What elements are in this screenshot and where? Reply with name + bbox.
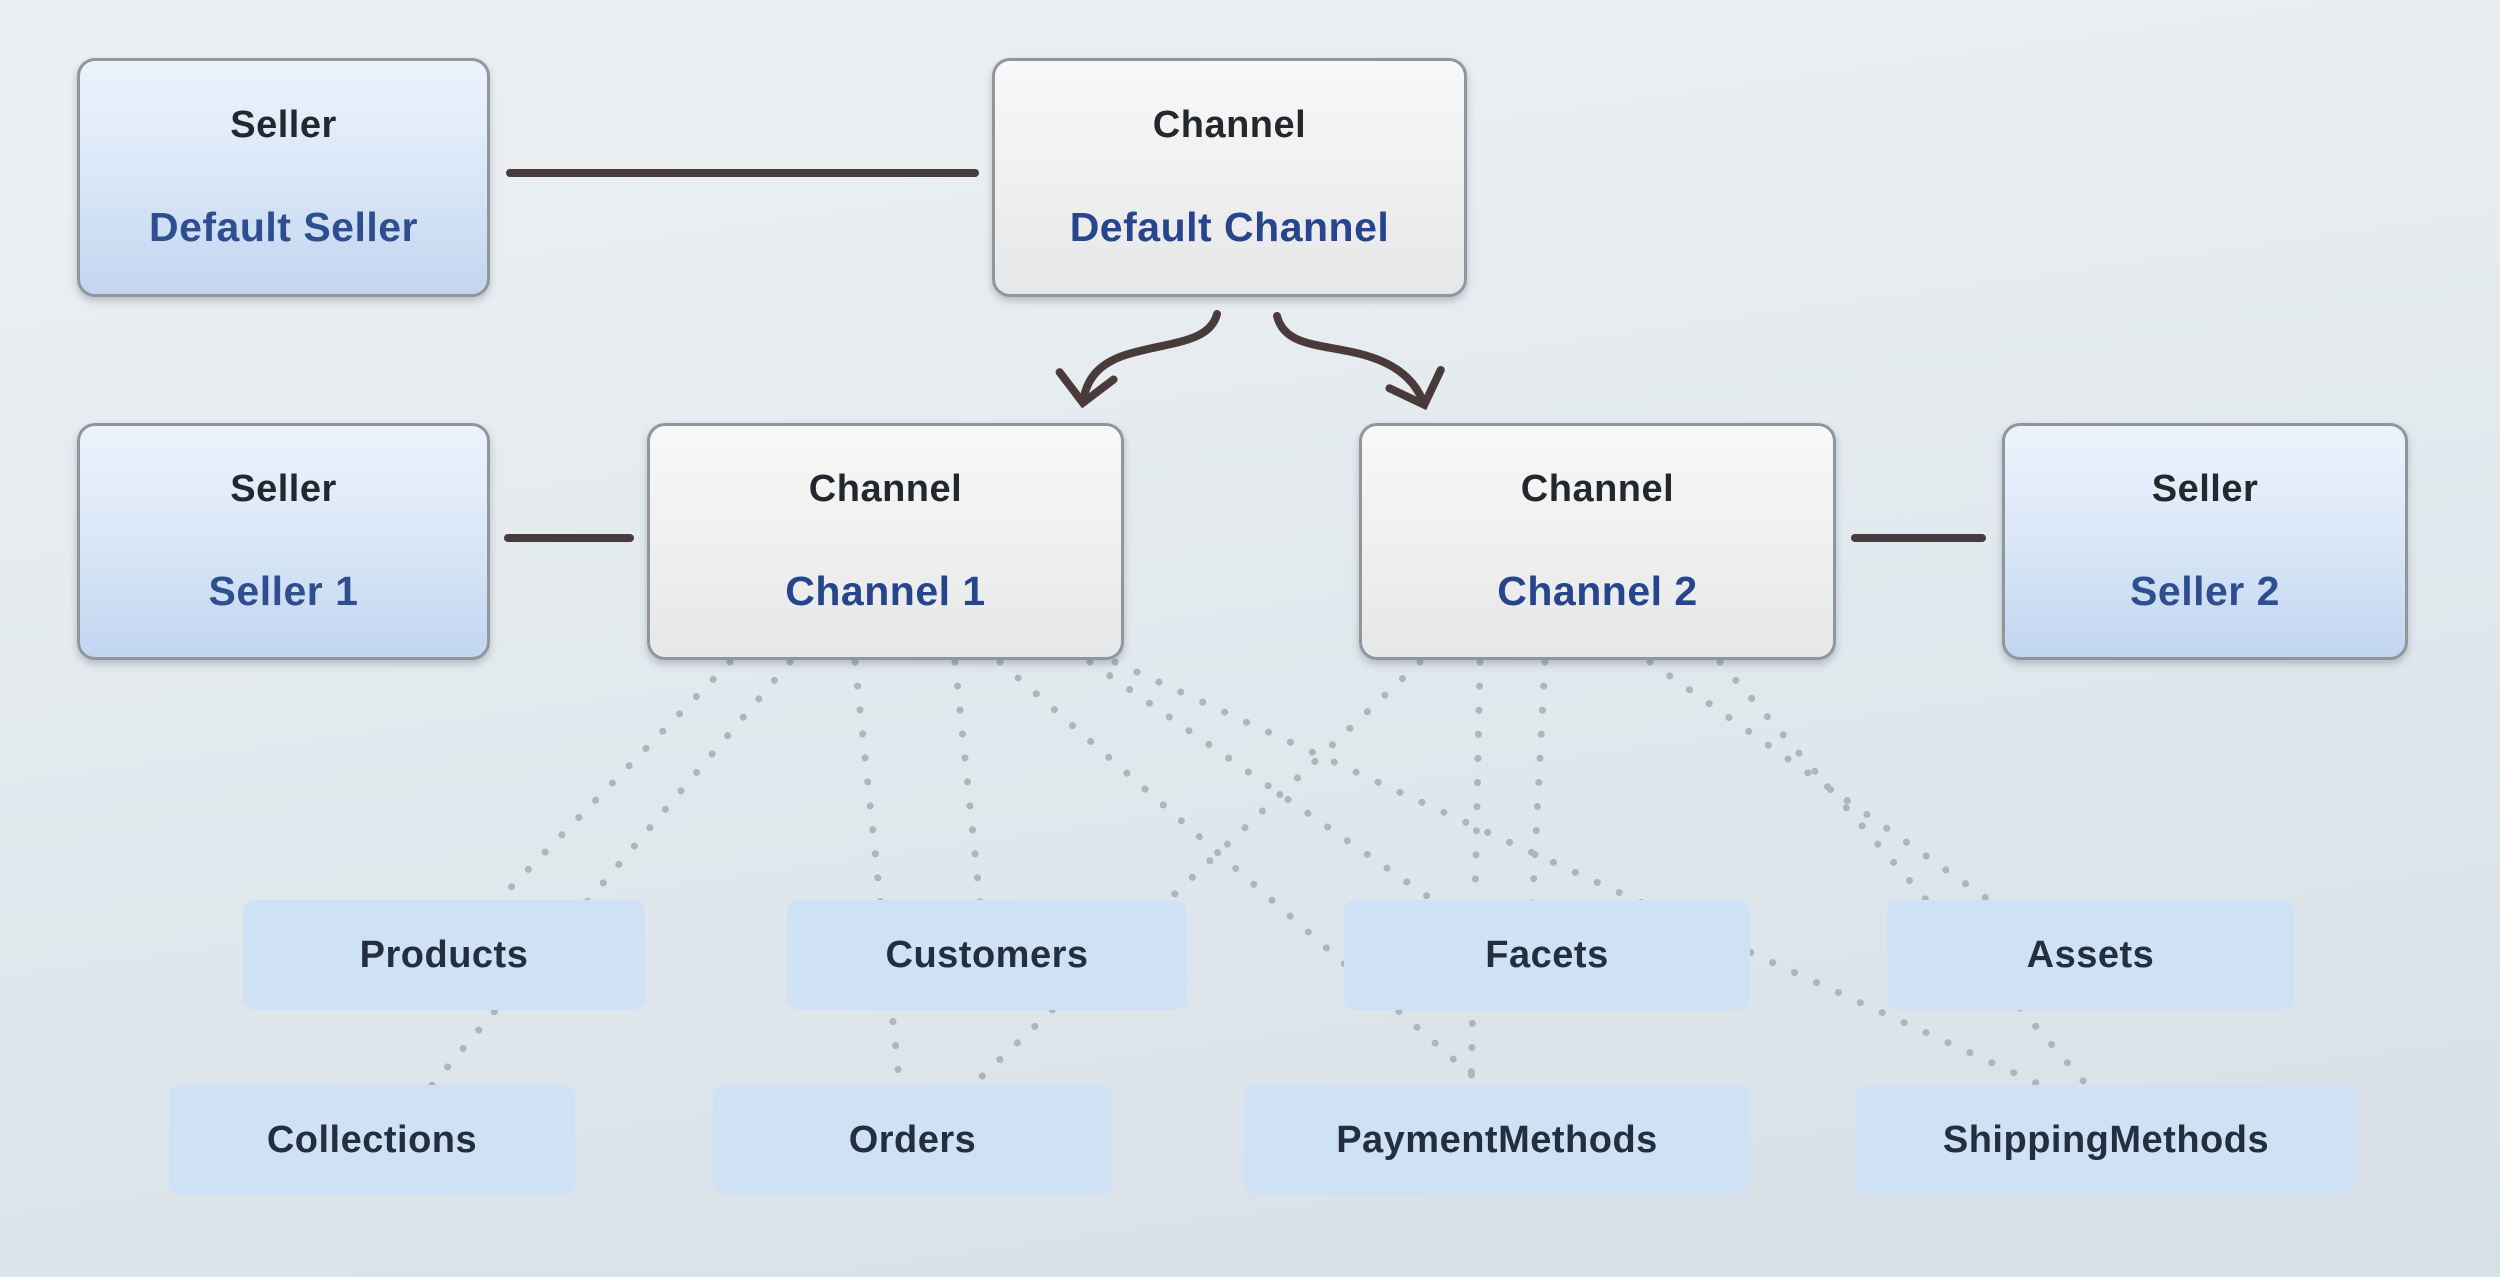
node-title: Channel (808, 468, 963, 511)
entity-customers: Customers (787, 900, 1187, 1010)
node-title: Seller (230, 103, 337, 146)
node-title: Seller (2151, 468, 2259, 511)
node-name: Default Seller (148, 204, 419, 251)
dotted-link-channel1-to-shippingmethods (1111, 658, 2154, 1139)
entity-payment-methods: PaymentMethods (1244, 1085, 1750, 1195)
node-name: Channel 2 (1497, 567, 1698, 614)
node-title: Channel (1520, 468, 1675, 511)
entity-products: Products (243, 900, 645, 1010)
node-name: Default Channel (1069, 204, 1390, 251)
node-name: Seller 1 (208, 567, 359, 614)
node-name: Seller 2 (2130, 567, 2280, 614)
node-name: Channel 1 (785, 567, 986, 614)
entity-facets: Facets (1344, 900, 1750, 1010)
entity-shipping-methods: ShippingMethods (1856, 1085, 2356, 1195)
arrow-default-channel-to-channel1 (1055, 310, 1221, 409)
dotted-link-channel2-to-shippingmethods (1716, 658, 2134, 1139)
node-title: Seller (230, 468, 337, 511)
arrow-default-channel-to-channel2 (1273, 312, 1445, 411)
dotted-link-channel1-to-orders (851, 658, 909, 1139)
entity-assets: Assets (1887, 900, 2294, 1010)
entity-collections: Collections (169, 1085, 575, 1195)
entity-orders: Orders (713, 1085, 1112, 1195)
dotted-link-channel1-to-paymentmethods (996, 658, 1544, 1139)
node-title: Channel (1152, 103, 1307, 146)
